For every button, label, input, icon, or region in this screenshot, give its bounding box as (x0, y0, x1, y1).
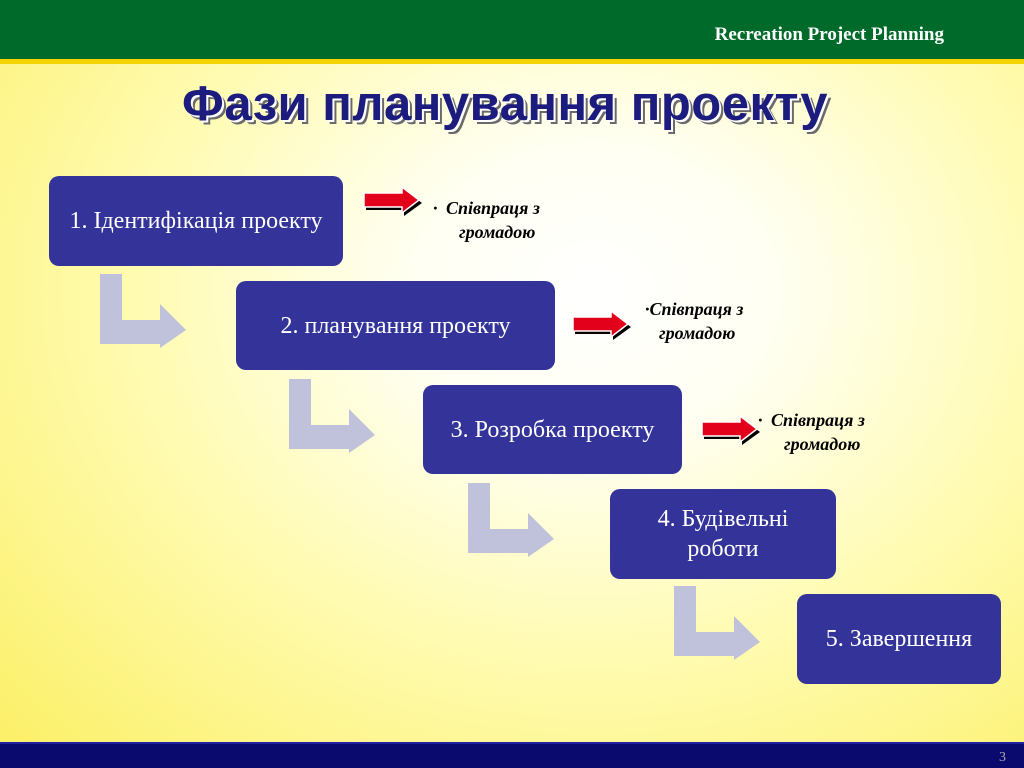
bent-arrow-icon-1 (100, 274, 186, 348)
note-bullet: · (433, 198, 438, 218)
note-bullet: · (645, 299, 650, 319)
bent-arrow-icon-4 (674, 586, 760, 660)
note-bullet: · (758, 410, 763, 430)
note-text-line2: громадою (784, 434, 861, 454)
red-arrow-icon-2 (572, 310, 631, 340)
red-arrow-icon-1 (363, 186, 422, 216)
note-text-line1: Співпраця з (771, 410, 865, 430)
red-arrow-icon-3 (701, 415, 760, 445)
note-1: · Співпраця з громадою (433, 196, 603, 244)
phase-box-3: 3. Розробка проекту (423, 385, 682, 474)
note-text-line1: Співпраця з (649, 299, 744, 319)
header-title: Recreation Project Planning (714, 24, 944, 45)
note-text-line2: громадою (659, 323, 736, 343)
note-2: ·Співпраця з громадою (645, 297, 815, 345)
phase-box-5: 5. Завершення (797, 594, 1001, 684)
bent-arrow-icon-2 (289, 379, 375, 453)
header-bar: Recreation Project Planning (0, 0, 1024, 64)
bent-arrow-icon-3 (468, 483, 554, 557)
phase-box-1: 1. Ідентифікація проекту (49, 176, 343, 266)
phase-box-4: 4. Будівельні роботи (610, 489, 836, 579)
note-text-line1: Співпраця з (446, 198, 540, 218)
slide-title: Фази планування проекту (182, 77, 828, 131)
phase-box-2: 2. планування проекту (236, 281, 555, 370)
note-3: · Співпраця з громадою (758, 408, 928, 456)
note-text-line2: громадою (459, 222, 536, 242)
page-number: 3 (999, 750, 1006, 765)
footer-bar: 3 (0, 742, 1024, 768)
